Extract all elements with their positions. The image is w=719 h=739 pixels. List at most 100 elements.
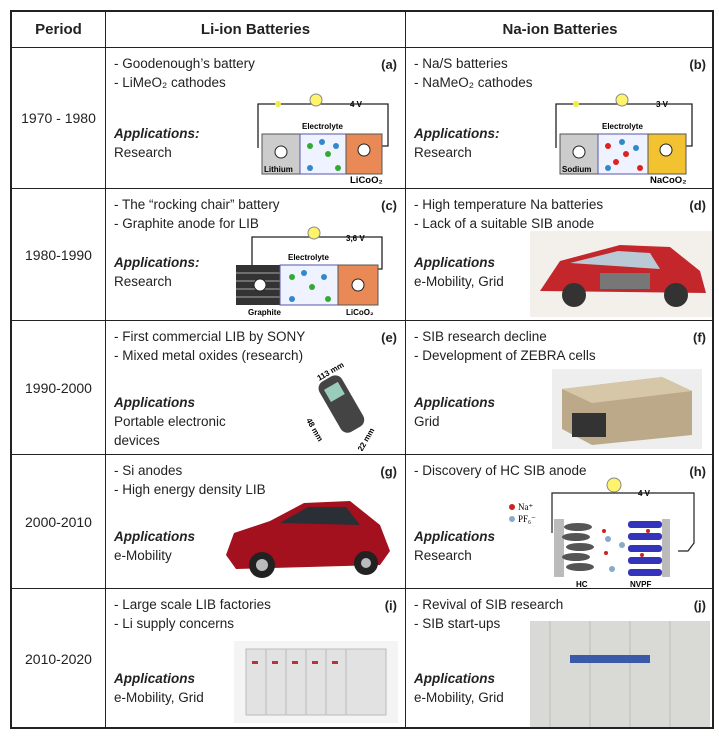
- applications: Applications: Research: [114, 124, 200, 162]
- figure-label: (i): [384, 598, 397, 613]
- applications-value: e-Mobility, Grid: [114, 690, 204, 705]
- applications-value: Research: [414, 145, 472, 160]
- period-cell: 2010-2020: [12, 589, 106, 729]
- cathode-label: LiCoO₂: [346, 308, 374, 317]
- hc-nvpf-diagram: Na⁺ PF₆⁻ 4 V HC NVPF: [502, 473, 702, 589]
- na-cell: - Na/S batteries- NaMeO₂ cathodes (b) Ap…: [406, 48, 714, 189]
- electrolyte-label: Electrolyte: [602, 122, 643, 131]
- applications: Applications e-Mobility, Grid: [114, 669, 204, 707]
- applications: Applications:Research: [114, 253, 200, 291]
- applications: Applications e-Mobility, Grid: [414, 669, 504, 707]
- ion-label: PF₆⁻: [518, 514, 536, 524]
- anode-label: Lithium: [264, 165, 293, 174]
- header-period: Period: [12, 12, 106, 48]
- bullet: - NaMeO₂ cathodes: [414, 75, 533, 90]
- figure-label: (e): [381, 330, 397, 345]
- battery-diagram: 3,6 V Electrolyte Graphite LiCoO₂: [222, 215, 392, 319]
- applications-value: Portable electronic devices: [114, 414, 226, 448]
- figure-label: (j): [693, 598, 706, 613]
- applications-value: Grid: [414, 414, 440, 429]
- figure-label: (g): [380, 464, 397, 479]
- applications-heading: Applications: [114, 529, 196, 544]
- battery-diagram: 4 V Electrolyte Lithium LiCoO₂: [238, 76, 398, 186]
- figure-label: (a): [381, 57, 397, 72]
- bullet: - The “rocking chair” battery: [114, 197, 280, 212]
- period-cell: 1990-2000: [12, 321, 106, 455]
- applications-value: e-Mobility, Grid: [414, 690, 504, 705]
- bullets: - Si anodes - High energy density LIB: [114, 461, 266, 499]
- bullet: - Lack of a suitable SIB anode: [414, 216, 595, 231]
- applications-value: Research: [114, 145, 172, 160]
- period-cell: 2000-2010: [12, 455, 106, 589]
- lightbulb-icon: [307, 226, 321, 240]
- bullet: - Na/S batteries: [414, 56, 508, 71]
- figure-label: (c): [381, 198, 397, 213]
- applications-heading: Applications:: [114, 255, 200, 270]
- battery-cabinets-photo: [234, 641, 398, 723]
- electrolyte-label: Electrolyte: [302, 122, 343, 131]
- bullets: - Revival of SIB research - SIB start-ups: [414, 595, 563, 633]
- dimension-label: 48 mm: [304, 417, 324, 443]
- applications-value: Research: [414, 548, 472, 563]
- applications-heading: Applications:: [414, 126, 500, 141]
- li-cell: - Si anodes - High energy density LIB (g)…: [106, 455, 406, 589]
- bullet: - Li supply concerns: [114, 616, 235, 631]
- bullet: - Development of ZEBRA cells: [414, 348, 596, 363]
- bullet: - High temperature Na batteries: [414, 197, 604, 212]
- applications-heading: Applications: [114, 671, 196, 686]
- header-na-ion: Na-ion Batteries: [406, 12, 714, 48]
- electric-car-photo: [220, 485, 396, 585]
- na-cell: - Discovery of HC SIB anode (h) Applicat…: [406, 455, 714, 589]
- figure-label: (d): [689, 198, 706, 213]
- container-photo: [530, 621, 710, 727]
- bullets: - Goodenough’s battery - LiMeO₂ cathodes: [114, 54, 255, 92]
- electrolyte-label: Electrolyte: [288, 253, 329, 262]
- lightbulb-icon: [309, 93, 323, 107]
- bullets: - Na/S batteries - NaMeO₂ cathodes: [414, 54, 533, 92]
- cathode-label: NVPF: [630, 580, 651, 589]
- bullets: - Large scale LIB factories - Li supply c…: [114, 595, 271, 633]
- bullets: - Discovery of HC SIB anode: [414, 461, 587, 480]
- bullet: - Discovery of HC SIB anode: [414, 463, 587, 478]
- bullet: - High energy density LIB: [114, 482, 266, 497]
- cathode-label: NaCoO₂: [650, 175, 686, 186]
- voltage-label: 3,6 V: [346, 234, 365, 243]
- period-cell: 1980-1990: [12, 189, 106, 321]
- applications-value: e-Mobility: [114, 548, 172, 563]
- bullet: - Revival of SIB research: [414, 597, 564, 612]
- bullet: - Goodenough’s battery: [114, 56, 255, 71]
- bullet: - LiMeO₂ cathodes: [114, 75, 226, 90]
- figure-label: (h): [689, 464, 706, 479]
- battery-diagram: 3 V Electrolyte Sodium NaCoO₂: [536, 76, 706, 186]
- car-cutaway-photo: [530, 231, 712, 317]
- applications-heading: Applications: [414, 395, 496, 410]
- bullets: - High temperature Na batteries - Lack of…: [414, 195, 603, 233]
- bullet: - Graphite anode for LIB: [114, 216, 259, 231]
- cathode-label: LiCoO₂: [350, 175, 383, 186]
- bullet: - First commercial LIB by SONY: [114, 329, 306, 344]
- voltage-label: 4 V: [350, 100, 363, 109]
- history-table: Period Li-ion Batteries Na-ion Batteries…: [10, 10, 714, 729]
- applications: Applications: Research: [414, 124, 500, 162]
- bullet: - Si anodes: [114, 463, 183, 478]
- applications-heading: Applications: [414, 529, 496, 544]
- applications-heading: Applications: [414, 671, 496, 686]
- applications-heading: Applications:: [114, 126, 200, 141]
- li-cell: - Large scale LIB factories - Li supply c…: [106, 589, 406, 729]
- li-cell: - The “rocking chair” battery - Graphite …: [106, 189, 406, 321]
- bullets: - First commercial LIB by SONY- Mixed me…: [114, 327, 305, 365]
- bullets: - The “rocking chair” battery - Graphite …: [114, 195, 280, 233]
- bullet: - SIB start-ups: [414, 616, 501, 631]
- applications-value: e-Mobility, Grid: [414, 274, 504, 289]
- voltage-label: 3 V: [656, 100, 669, 109]
- anode-label: Graphite: [248, 308, 281, 317]
- bullet: - Large scale LIB factories: [114, 597, 271, 612]
- voltage-label: 4 V: [638, 489, 651, 498]
- period-cell: 1970 - 1980: [12, 48, 106, 189]
- header-li-ion: Li-ion Batteries: [106, 12, 406, 48]
- na-cell: - SIB research decline- Development of Z…: [406, 321, 714, 455]
- na-cell: - High temperature Na batteries - Lack of…: [406, 189, 714, 321]
